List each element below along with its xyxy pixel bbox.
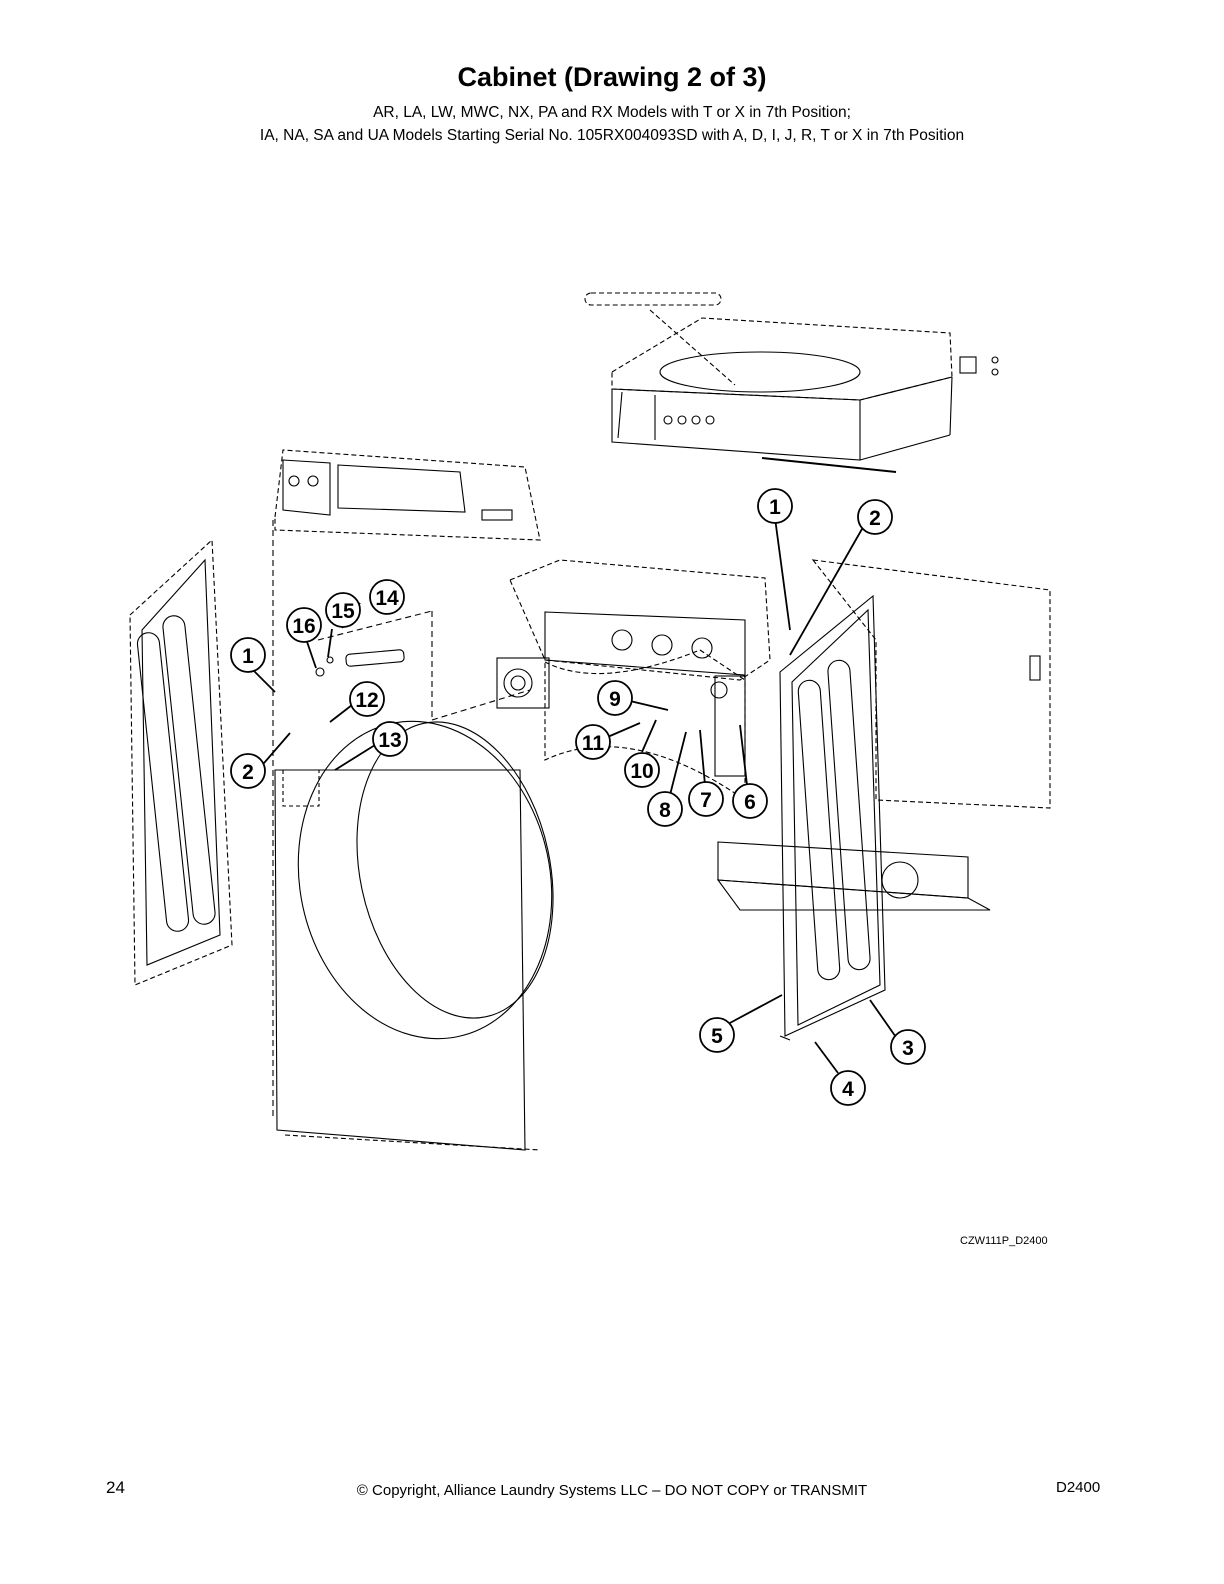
page-number: 24: [106, 1478, 125, 1497]
hinge-bracket: [959, 356, 977, 374]
callout-label: 3: [902, 1037, 914, 1060]
callout-6: 6: [732, 783, 768, 819]
callout-label: 2: [869, 507, 881, 530]
page-subtitle-line2: IA, NA, SA and UA Models Starting Serial…: [259, 127, 965, 144]
callout-label: 7: [700, 789, 712, 812]
callout-3: 3: [890, 1029, 926, 1065]
right-side-panel: [779, 594, 886, 1041]
callout-label: 11: [582, 732, 605, 755]
callout-12: 12: [349, 681, 385, 717]
callout-label: 2: [242, 761, 254, 784]
callout-label: 4: [842, 1078, 854, 1101]
callout-label: 6: [744, 791, 756, 814]
drawing-code: CZW111P_D2400: [960, 1235, 1048, 1247]
callout-label: 14: [375, 587, 399, 610]
callout-9: 9: [597, 680, 633, 716]
callout-label: 16: [292, 615, 315, 638]
callout-15: 15: [325, 592, 361, 628]
callout-label: 10: [630, 760, 653, 783]
callout-1-left: 1: [230, 637, 266, 673]
left-side-panel: [129, 538, 233, 986]
document-number: D2400: [1056, 1479, 1101, 1496]
callout-label: 12: [355, 689, 378, 712]
callout-10: 10: [624, 752, 660, 788]
callout-label: 1: [769, 496, 781, 519]
cabinet-front: [272, 520, 554, 1151]
callout-label: 9: [609, 688, 621, 711]
callout-14: 14: [369, 579, 405, 615]
callout-16: 16: [286, 607, 322, 643]
motor-bracket: [496, 657, 550, 709]
callout-5: 5: [699, 1017, 735, 1053]
callout-2-top-right: 2: [857, 499, 893, 535]
callout-13: 13: [372, 721, 408, 757]
callout-11: 11: [575, 724, 611, 760]
rear-panel: [716, 559, 1051, 911]
top-cover: [584, 292, 999, 473]
callout-label: 5: [711, 1025, 723, 1048]
page-title: Cabinet (Drawing 2 of 3): [457, 62, 767, 92]
callout-label: 8: [659, 799, 671, 822]
callouts: 1 2 14 15 16 1 12 13: [230, 488, 926, 1106]
control-console: [274, 449, 541, 541]
callout-label: 15: [331, 600, 355, 623]
callout-label: 1: [242, 645, 254, 668]
callout-4: 4: [830, 1070, 866, 1106]
page-subtitle-line1: AR, LA, LW, MWC, NX, PA and RX Models wi…: [373, 104, 851, 121]
callout-7: 7: [688, 781, 724, 817]
copyright-notice: © Copyright, Alliance Laundry Systems LL…: [356, 1482, 868, 1499]
callout-1-top-right: 1: [757, 488, 793, 524]
callout-8: 8: [647, 791, 683, 827]
top-bracket: [584, 292, 722, 306]
callout-2-left: 2: [230, 753, 266, 789]
callout-label: 13: [378, 729, 401, 752]
